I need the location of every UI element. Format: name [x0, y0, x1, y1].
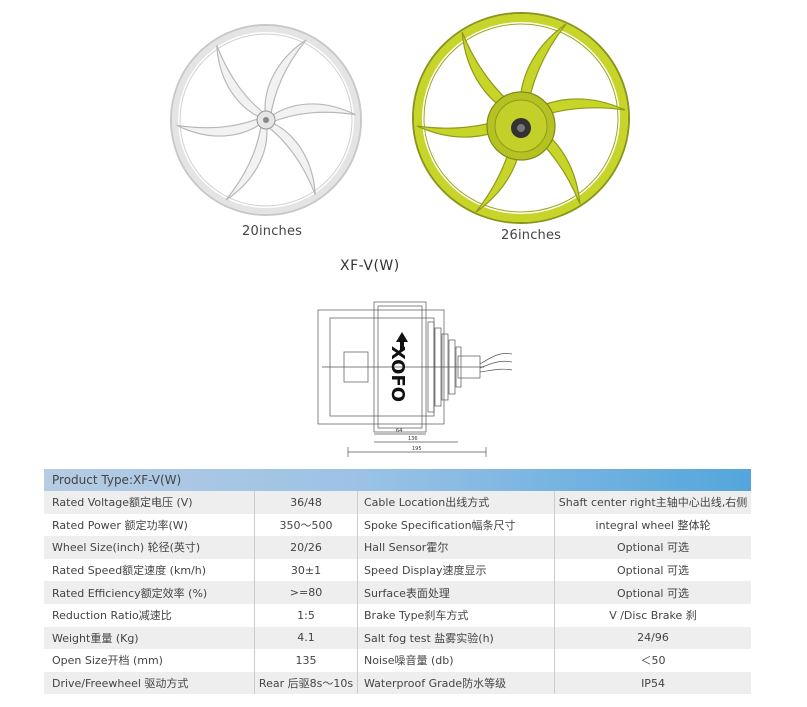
- spec-value: 1:5: [254, 603, 358, 627]
- spec-value: IP54: [554, 671, 751, 695]
- motor-technical-drawing: XOFO 64 136 195: [317, 301, 513, 457]
- spec-value: 24/96: [554, 626, 751, 650]
- spec-label: Cable Location出线方式: [357, 491, 555, 514]
- drawing-dim-136: 136: [408, 436, 418, 442]
- wheel-26-inch-image: [412, 12, 630, 224]
- spec-value: 36/48: [254, 491, 358, 514]
- wheel-20-inch-image: [170, 24, 362, 216]
- spec-table: Product Type:XF-V(W) Rated Voltage额定电压 (…: [44, 469, 751, 695]
- spec-label: Surface表面处理: [357, 581, 555, 604]
- spec-label: Speed Display速度显示: [357, 558, 555, 582]
- spec-value: Shaft center right主轴中心出线,右侧: [554, 491, 751, 514]
- spec-value: Optional 可选: [554, 536, 751, 559]
- spec-table-header: Product Type:XF-V(W): [44, 469, 751, 491]
- spec-value: ＜50: [554, 649, 751, 672]
- spec-value: 20/26: [254, 536, 358, 559]
- spec-label: Brake Type刹车方式: [357, 603, 555, 627]
- wheel-20-caption: 20inches: [242, 224, 303, 239]
- spec-label: Rated Efficiency额定效率 (%): [44, 581, 255, 604]
- spec-label: Rated Speed额定速度 (km/h): [44, 558, 255, 582]
- spec-value: 350～500: [254, 513, 358, 537]
- spec-label: Rated Voltage额定电压 (V): [44, 491, 255, 514]
- spec-label: Spoke Specification幅条尺寸: [357, 513, 555, 537]
- drawing-logo-text: XOFO: [387, 346, 408, 402]
- spec-value: >=80: [254, 581, 358, 604]
- model-title: XF-V(W): [340, 258, 400, 274]
- spec-label: Noise噪音量 (db): [357, 649, 555, 672]
- spec-label: Weight重量 (Kg): [44, 626, 255, 650]
- spec-value: Rear 后驱8s～10s: [254, 671, 358, 695]
- wheel-26-caption: 26inches: [501, 228, 562, 243]
- spec-value: V /Disc Brake 刹: [554, 603, 751, 627]
- spec-label: Drive/Freewheel 驱动方式: [44, 671, 255, 695]
- spec-value: 30±1: [254, 558, 358, 582]
- spec-label: Reduction Ratio减速比: [44, 603, 255, 627]
- spec-label: Open Size开档 (mm): [44, 649, 255, 672]
- drawing-dim-195: 195: [412, 446, 422, 452]
- spec-value: Optional 可选: [554, 558, 751, 582]
- spec-label: Wheel Size(inch) 轮径(英寸): [44, 536, 255, 559]
- spec-value: 4.1: [254, 626, 358, 650]
- spec-label: Rated Power 额定功率(W): [44, 513, 255, 537]
- spec-value: integral wheel 整体轮: [554, 513, 751, 537]
- spec-label: Hall Sensor霍尔: [357, 536, 555, 559]
- spec-value: 135: [254, 649, 358, 672]
- spec-label: Salt fog test 盐雾实验(h): [357, 626, 555, 650]
- spec-value: Optional 可选: [554, 581, 751, 604]
- spec-label: Waterproof Grade防水等级: [357, 671, 555, 695]
- drawing-dim-64: 64: [396, 428, 402, 434]
